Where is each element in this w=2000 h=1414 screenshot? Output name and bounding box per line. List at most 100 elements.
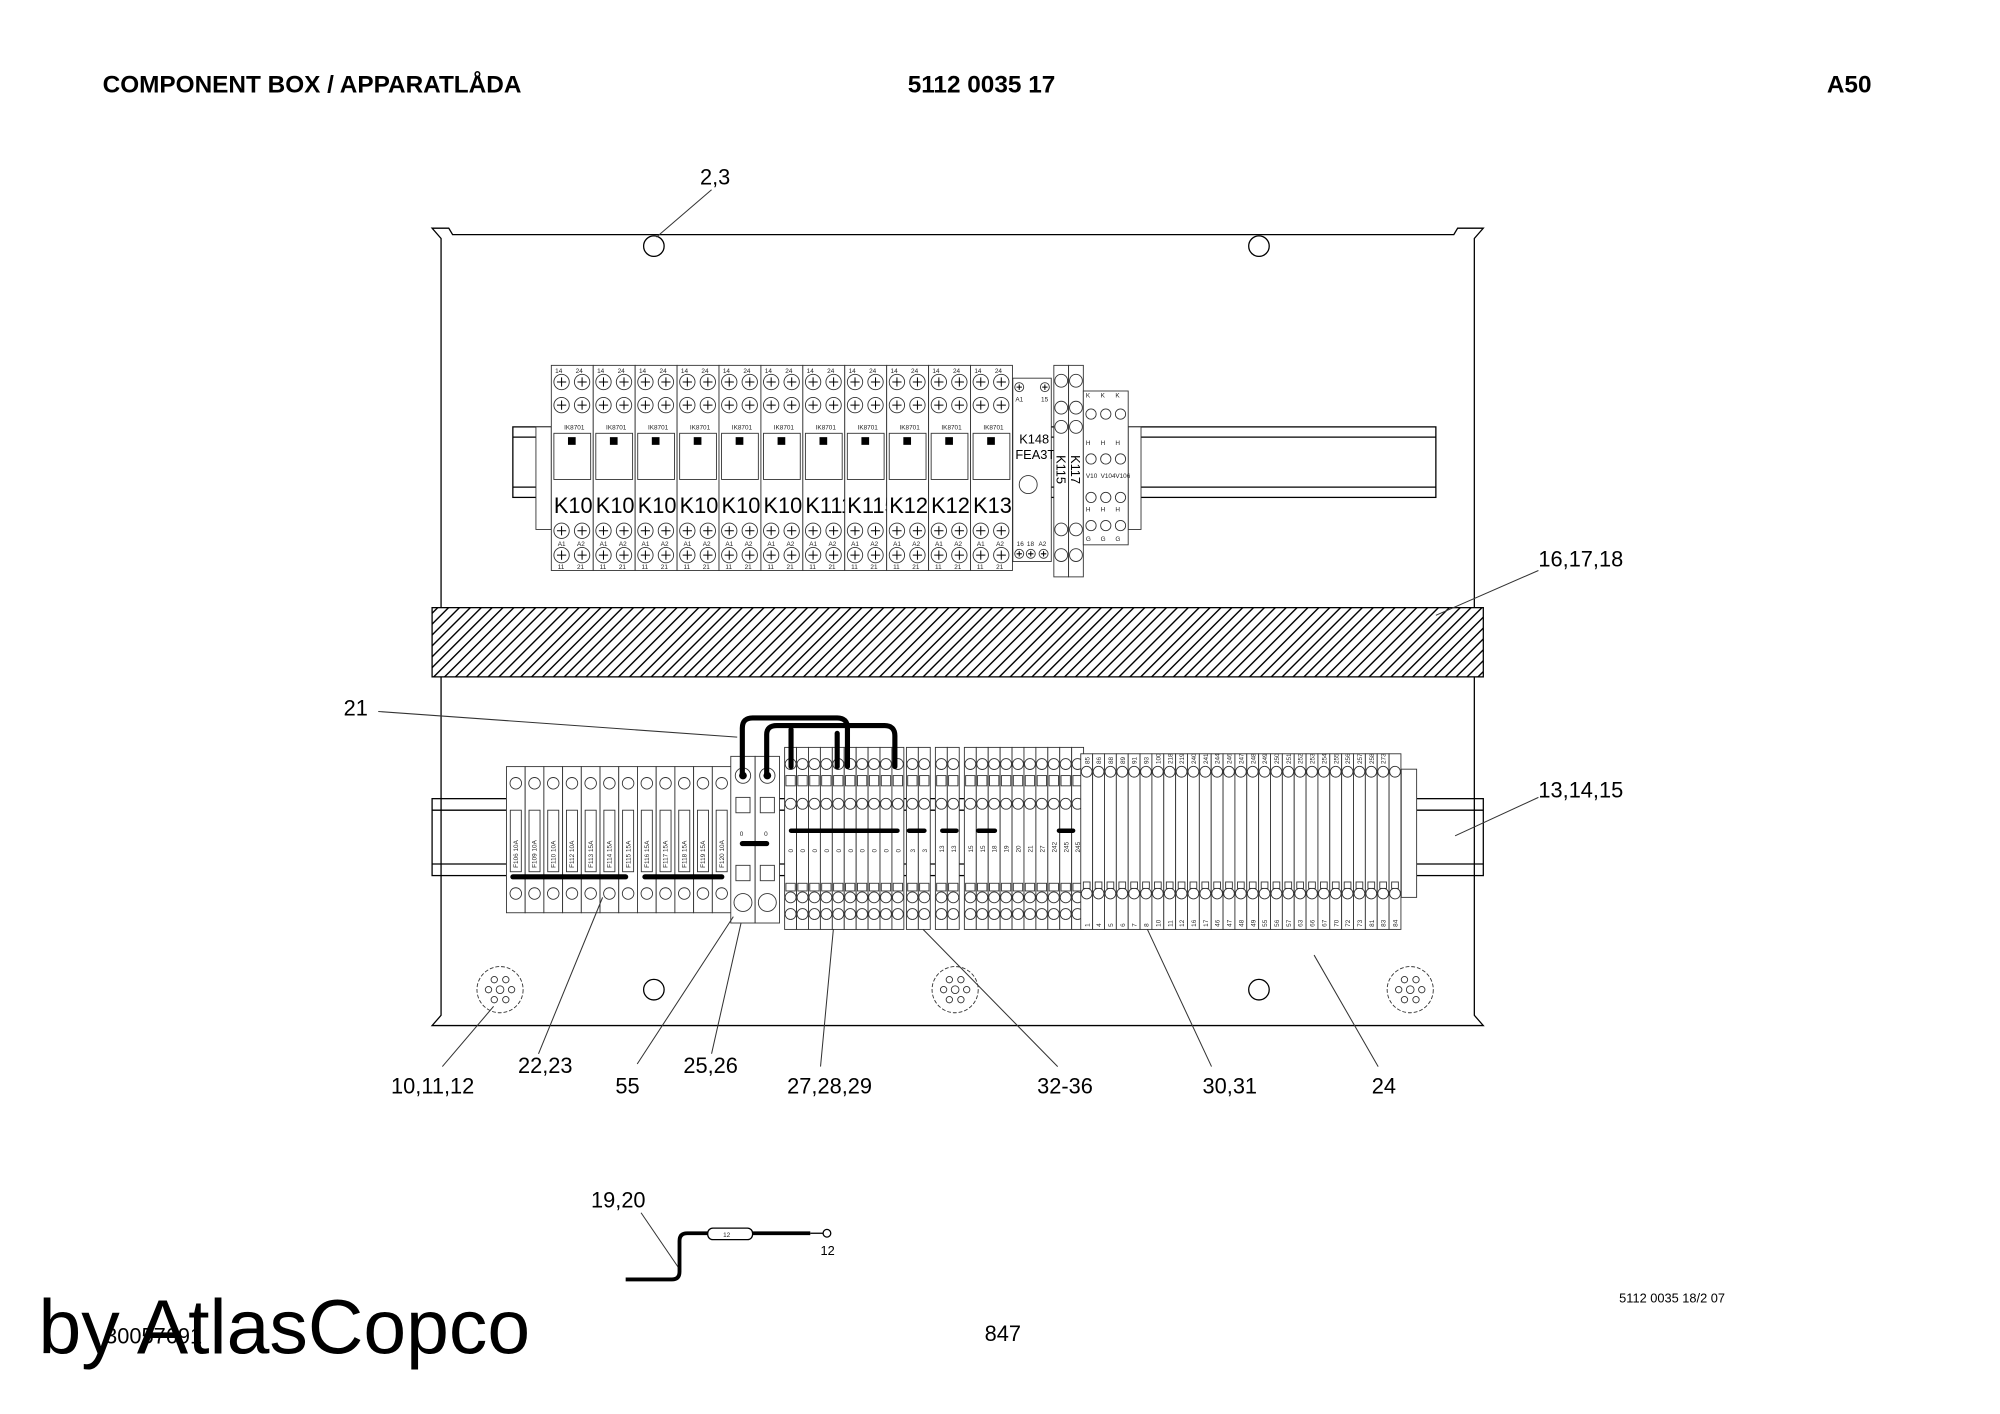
terminal-hole <box>1059 797 1072 810</box>
terminal: 0 <box>796 746 809 930</box>
terminal-label: 11 <box>725 564 732 571</box>
terminal-hole <box>1012 908 1024 920</box>
screw-cross <box>619 550 629 560</box>
terminal-hole <box>1353 765 1366 778</box>
terminal-marker <box>1296 881 1304 889</box>
leader-line <box>378 710 738 738</box>
terminal-hole <box>1104 765 1117 778</box>
callouts: 2,316,17,182113,14,1510,11,1222,235525,2… <box>344 165 1623 1270</box>
terminal-number: 0 <box>812 849 819 853</box>
screw-cross <box>1042 384 1048 390</box>
leader-line <box>820 929 834 1067</box>
screw-cross <box>787 400 797 410</box>
terminal: 851 <box>1080 753 1094 930</box>
fuse-cartridge <box>547 809 560 873</box>
screw-cross <box>892 377 902 387</box>
terminal-marker <box>1260 881 1269 889</box>
terminal-hole <box>964 797 977 810</box>
terminal-slice <box>1329 753 1343 930</box>
terminal-marker <box>977 775 988 787</box>
relay-indicator <box>735 437 744 445</box>
terminal-label: G <box>1101 536 1106 543</box>
screw-terminal-icon <box>1100 408 1112 420</box>
relay-indicator <box>777 437 786 445</box>
terminal-hole <box>1092 887 1105 900</box>
terminal-label: A2 <box>619 541 627 548</box>
terminal-marker <box>936 775 947 787</box>
terminal-marker <box>1367 881 1376 889</box>
terminal-label: 14 <box>681 368 689 375</box>
terminal-label: 12 <box>821 1243 835 1258</box>
screw-terminal-icon <box>1114 453 1127 465</box>
terminal-hole <box>796 908 809 920</box>
screw-terminal-icon <box>565 887 579 900</box>
fuse-cartridge <box>678 809 691 873</box>
terminal-hole <box>808 908 821 920</box>
terminal-number-lower: 72 <box>1345 919 1352 927</box>
upper-din-rail <box>512 426 1437 530</box>
fuse-label: F117 15A <box>663 840 670 868</box>
screw-cross <box>682 400 692 410</box>
terminal-label: 24 <box>953 368 961 375</box>
terminal-number-upper: 254 <box>1321 753 1328 764</box>
screw-cross <box>661 550 671 560</box>
terminal-label: A2 <box>996 541 1004 548</box>
terminal-hole <box>1024 908 1036 920</box>
terminal-hole <box>906 891 919 904</box>
terminal-hole <box>1258 765 1271 778</box>
terminal-hole <box>1329 887 1342 900</box>
terminal-slice <box>1198 753 1212 930</box>
terminal-number: 3 <box>922 849 929 853</box>
terminal-label: V106 <box>1115 473 1130 480</box>
terminal-hole <box>1175 887 1188 900</box>
terminal-hole <box>1377 887 1389 900</box>
terminal-label: 21 <box>870 564 878 571</box>
screw-cross <box>1028 551 1034 557</box>
terminal-number-upper: 247 <box>1238 753 1245 764</box>
terminal-label: G <box>1086 536 1091 543</box>
terminal-number: 21 <box>1027 845 1034 853</box>
terminal-marker <box>833 882 844 892</box>
terminal: 0 <box>867 746 881 930</box>
screw-cross <box>619 526 629 536</box>
terminal-hole <box>1341 765 1354 778</box>
terminal-slice <box>1163 753 1177 930</box>
terminal-hole <box>757 893 777 912</box>
terminal-label: 11 <box>977 564 984 571</box>
terminal-label: 21 <box>787 564 795 571</box>
terminal-marker <box>1012 882 1024 892</box>
screw-cross <box>892 526 902 536</box>
terminal-hole <box>1187 765 1200 778</box>
relay-label: K117 <box>1068 455 1083 484</box>
terminal-number-lower: 56 <box>1274 919 1281 927</box>
screw-terminal-icon <box>1100 491 1112 503</box>
terminal-number-upper: 249 <box>1262 753 1269 764</box>
terminal-number-upper: 257 <box>1357 753 1364 764</box>
mounting-holes <box>642 235 1270 1001</box>
terminal-label: 21 <box>703 564 711 571</box>
cable-detail: 12 12 <box>625 1227 835 1282</box>
terminal-label: 24 <box>911 368 919 375</box>
terminal-slice <box>1210 753 1224 930</box>
terminal-hole <box>733 893 753 912</box>
screw-cross <box>870 377 881 387</box>
terminal-hole <box>1294 765 1306 778</box>
screw-cross <box>745 400 755 410</box>
terminal-hole <box>1377 765 1389 778</box>
terminal-hole <box>988 891 1001 904</box>
terminal-marker <box>936 882 947 892</box>
terminal-hole <box>1140 765 1152 778</box>
terminal-label: A1 <box>1015 396 1023 403</box>
gland-hole <box>490 996 498 1004</box>
terminal-hole <box>1163 765 1176 778</box>
screw-cross <box>1016 551 1022 557</box>
relay-indicator <box>693 437 702 445</box>
terminal-label: 11 <box>558 564 565 571</box>
terminal-hole <box>1080 887 1093 900</box>
gland-hole <box>502 996 510 1004</box>
